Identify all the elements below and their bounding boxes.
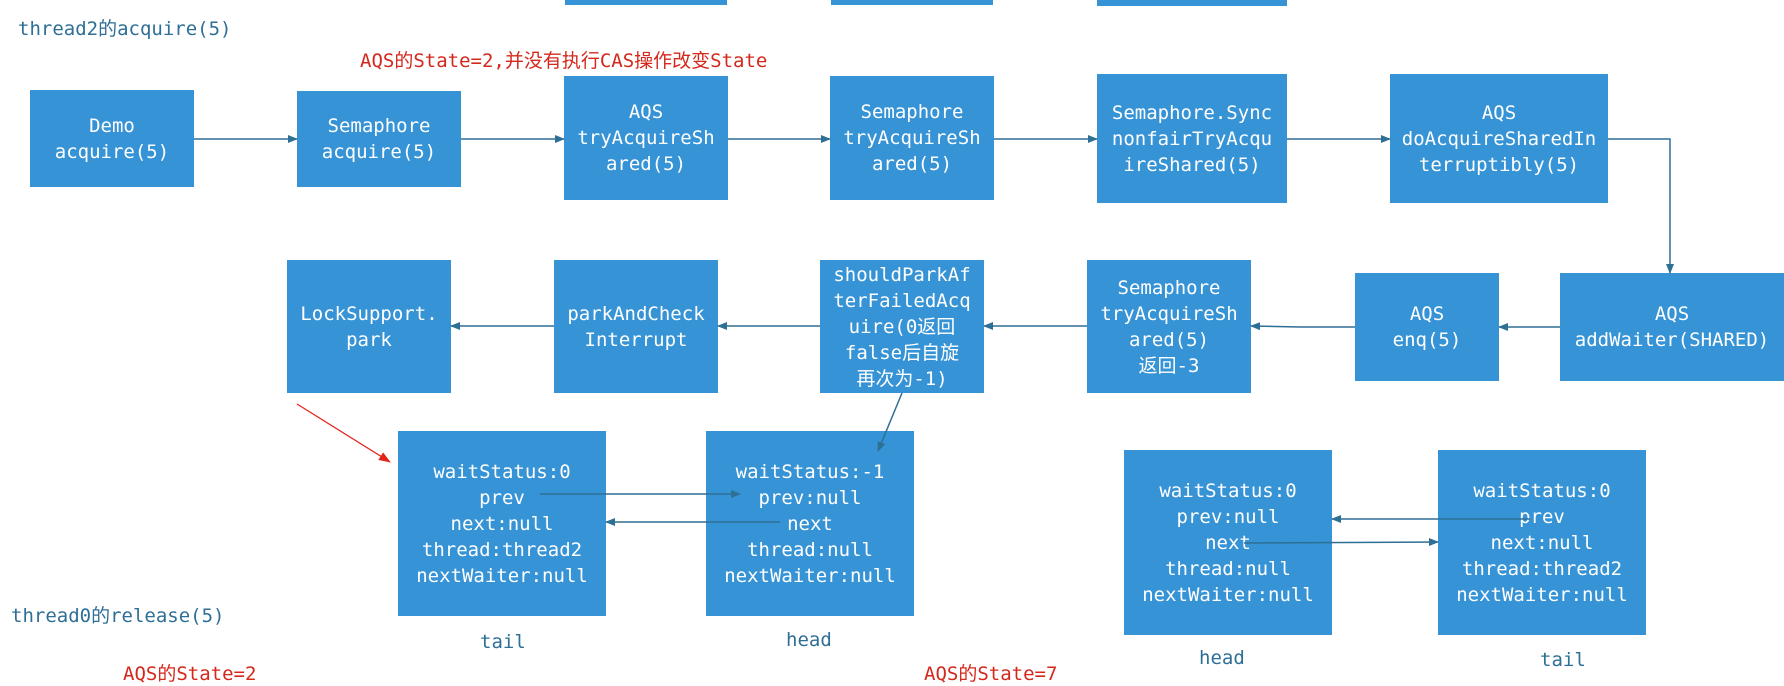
arrow-shouldpark-to-head xyxy=(877,392,903,452)
locksupport-park-box: LockSupport. park xyxy=(287,260,451,393)
box-line: ireShared(5) xyxy=(1123,153,1261,176)
box-line: ared(5) xyxy=(605,153,687,175)
thread0-release-label: thread0的release(5) xyxy=(11,605,225,627)
node-field: prev xyxy=(479,486,525,509)
box-line: 再次为-1) xyxy=(856,367,948,390)
node-field: waitStatus:0 xyxy=(1473,479,1611,502)
node-field: nextWaiter:null xyxy=(724,564,896,587)
box-line: Semaphore.Sync xyxy=(1111,101,1273,124)
box-line: AQS xyxy=(1409,303,1445,325)
box-line: addWaiter(SHARED) xyxy=(1574,329,1770,351)
box-line: AQS xyxy=(1654,303,1690,325)
head-caption: head xyxy=(786,629,832,651)
box-line: acquire(5) xyxy=(321,141,437,163)
box-line: Interrupt xyxy=(584,328,688,351)
box-line: ared(5) xyxy=(1128,328,1210,351)
box-line: acquire(5) xyxy=(54,140,170,163)
node-field: nextWaiter:null xyxy=(1142,583,1314,606)
node-field: thread:null xyxy=(1165,557,1291,580)
box-line: tryAcquireSh xyxy=(1100,302,1238,325)
thread2-acquire-label: thread2的acquire(5) xyxy=(18,18,232,40)
node-field: next:null xyxy=(1490,531,1594,554)
box-line: LockSupport. xyxy=(300,302,438,325)
box-line: false后自旋 xyxy=(844,341,960,364)
box-line: ared(5) xyxy=(871,153,953,175)
head-caption-2: head xyxy=(1199,647,1245,669)
box-line: AQS xyxy=(1481,101,1517,124)
tail-caption-2: tail xyxy=(1540,649,1586,671)
node-field: waitStatus:0 xyxy=(1159,479,1297,502)
box-line: parkAndCheck xyxy=(567,302,705,325)
node-field: next xyxy=(787,512,833,535)
partial-box-top xyxy=(1097,0,1287,6)
aqs-doacquiresharedinterruptibly-box: AQS doAcquireSharedIn terruptibly(5) xyxy=(1390,74,1608,203)
box-line: park xyxy=(346,328,392,351)
aqs-addwaiter-box: AQS addWaiter(SHARED) xyxy=(1560,273,1784,381)
demo-acquire-box: Demo acquire(5) xyxy=(30,90,194,187)
box-line: shouldParkAf xyxy=(833,263,971,286)
box-line: uire(0返回 xyxy=(848,315,956,338)
node-field: waitStatus:-1 xyxy=(735,460,885,483)
tail-node-box: waitStatus:0 prev next:null thread:threa… xyxy=(398,431,606,616)
box-line: terruptibly(5) xyxy=(1418,153,1580,176)
tail-caption: tail xyxy=(480,631,526,653)
node-field: thread:thread2 xyxy=(421,538,583,561)
node-field: next xyxy=(1205,531,1251,554)
head-node-2-box: waitStatus:0 prev:null next thread:null … xyxy=(1124,450,1332,635)
node-field: thread:null xyxy=(747,538,873,561)
node-field: thread:thread2 xyxy=(1461,557,1623,580)
node-field: waitStatus:0 xyxy=(433,460,571,483)
arrow-head2-next-to-tail2 xyxy=(1243,538,1439,547)
aqs-state-note: AQS的State=2,并没有执行CAS操作改变State xyxy=(360,50,768,72)
box-line: AQS xyxy=(628,101,664,123)
parkandcheckinterrupt-box: parkAndCheck Interrupt xyxy=(554,260,718,393)
partial-box-top xyxy=(565,0,727,5)
arrow-enq-to-semaphore xyxy=(1250,322,1355,331)
box-line: terFailedAcq xyxy=(833,289,971,312)
semaphore-tryacquireshared-box: Semaphore tryAcquireSh ared(5) xyxy=(830,76,994,200)
box-line: enq(5) xyxy=(1392,329,1462,351)
tail-node-2-box: waitStatus:0 prev next:null thread:threa… xyxy=(1438,450,1646,635)
box-line: tryAcquireSh xyxy=(577,127,715,149)
red-arrow-to-tail xyxy=(296,403,391,463)
semaphore-acquire-box: Semaphore acquire(5) xyxy=(297,91,461,187)
box-line: nonfairTryAcqu xyxy=(1111,127,1273,150)
box-line: doAcquireSharedIn xyxy=(1401,127,1597,150)
aqs-tryacquireshared-box: AQS tryAcquireSh ared(5) xyxy=(564,76,728,200)
node-field: prev:null xyxy=(758,486,862,509)
node-field: next:null xyxy=(450,512,554,535)
box-line: Semaphore xyxy=(1117,276,1221,299)
node-field: prev xyxy=(1519,505,1565,528)
arrow-doacquire-to-addwaiter xyxy=(1608,138,1674,274)
partial-box-top xyxy=(831,0,993,5)
sync-nonfairtryacquireshared-box: Semaphore.Sync nonfairTryAcqu ireShared(… xyxy=(1097,74,1287,203)
aqs-enq-box: AQS enq(5) xyxy=(1355,273,1499,381)
head-node-box: waitStatus:-1 prev:null next thread:null… xyxy=(706,431,914,616)
box-line: 返回-3 xyxy=(1138,354,1200,377)
node-field: nextWaiter:null xyxy=(416,564,588,587)
box-line: Semaphore xyxy=(327,115,431,137)
semaphore-tryacquireshared-return-box: Semaphore tryAcquireSh ared(5) 返回-3 xyxy=(1087,260,1251,393)
node-field: nextWaiter:null xyxy=(1456,583,1628,606)
node-field: prev:null xyxy=(1176,505,1280,528)
box-line: Demo xyxy=(89,114,135,137)
shouldparkafterfailedacquire-box: shouldParkAf terFailedAcq uire(0返回 false… xyxy=(820,260,984,393)
box-line: Semaphore xyxy=(860,101,964,123)
box-line: tryAcquireSh xyxy=(843,127,981,149)
